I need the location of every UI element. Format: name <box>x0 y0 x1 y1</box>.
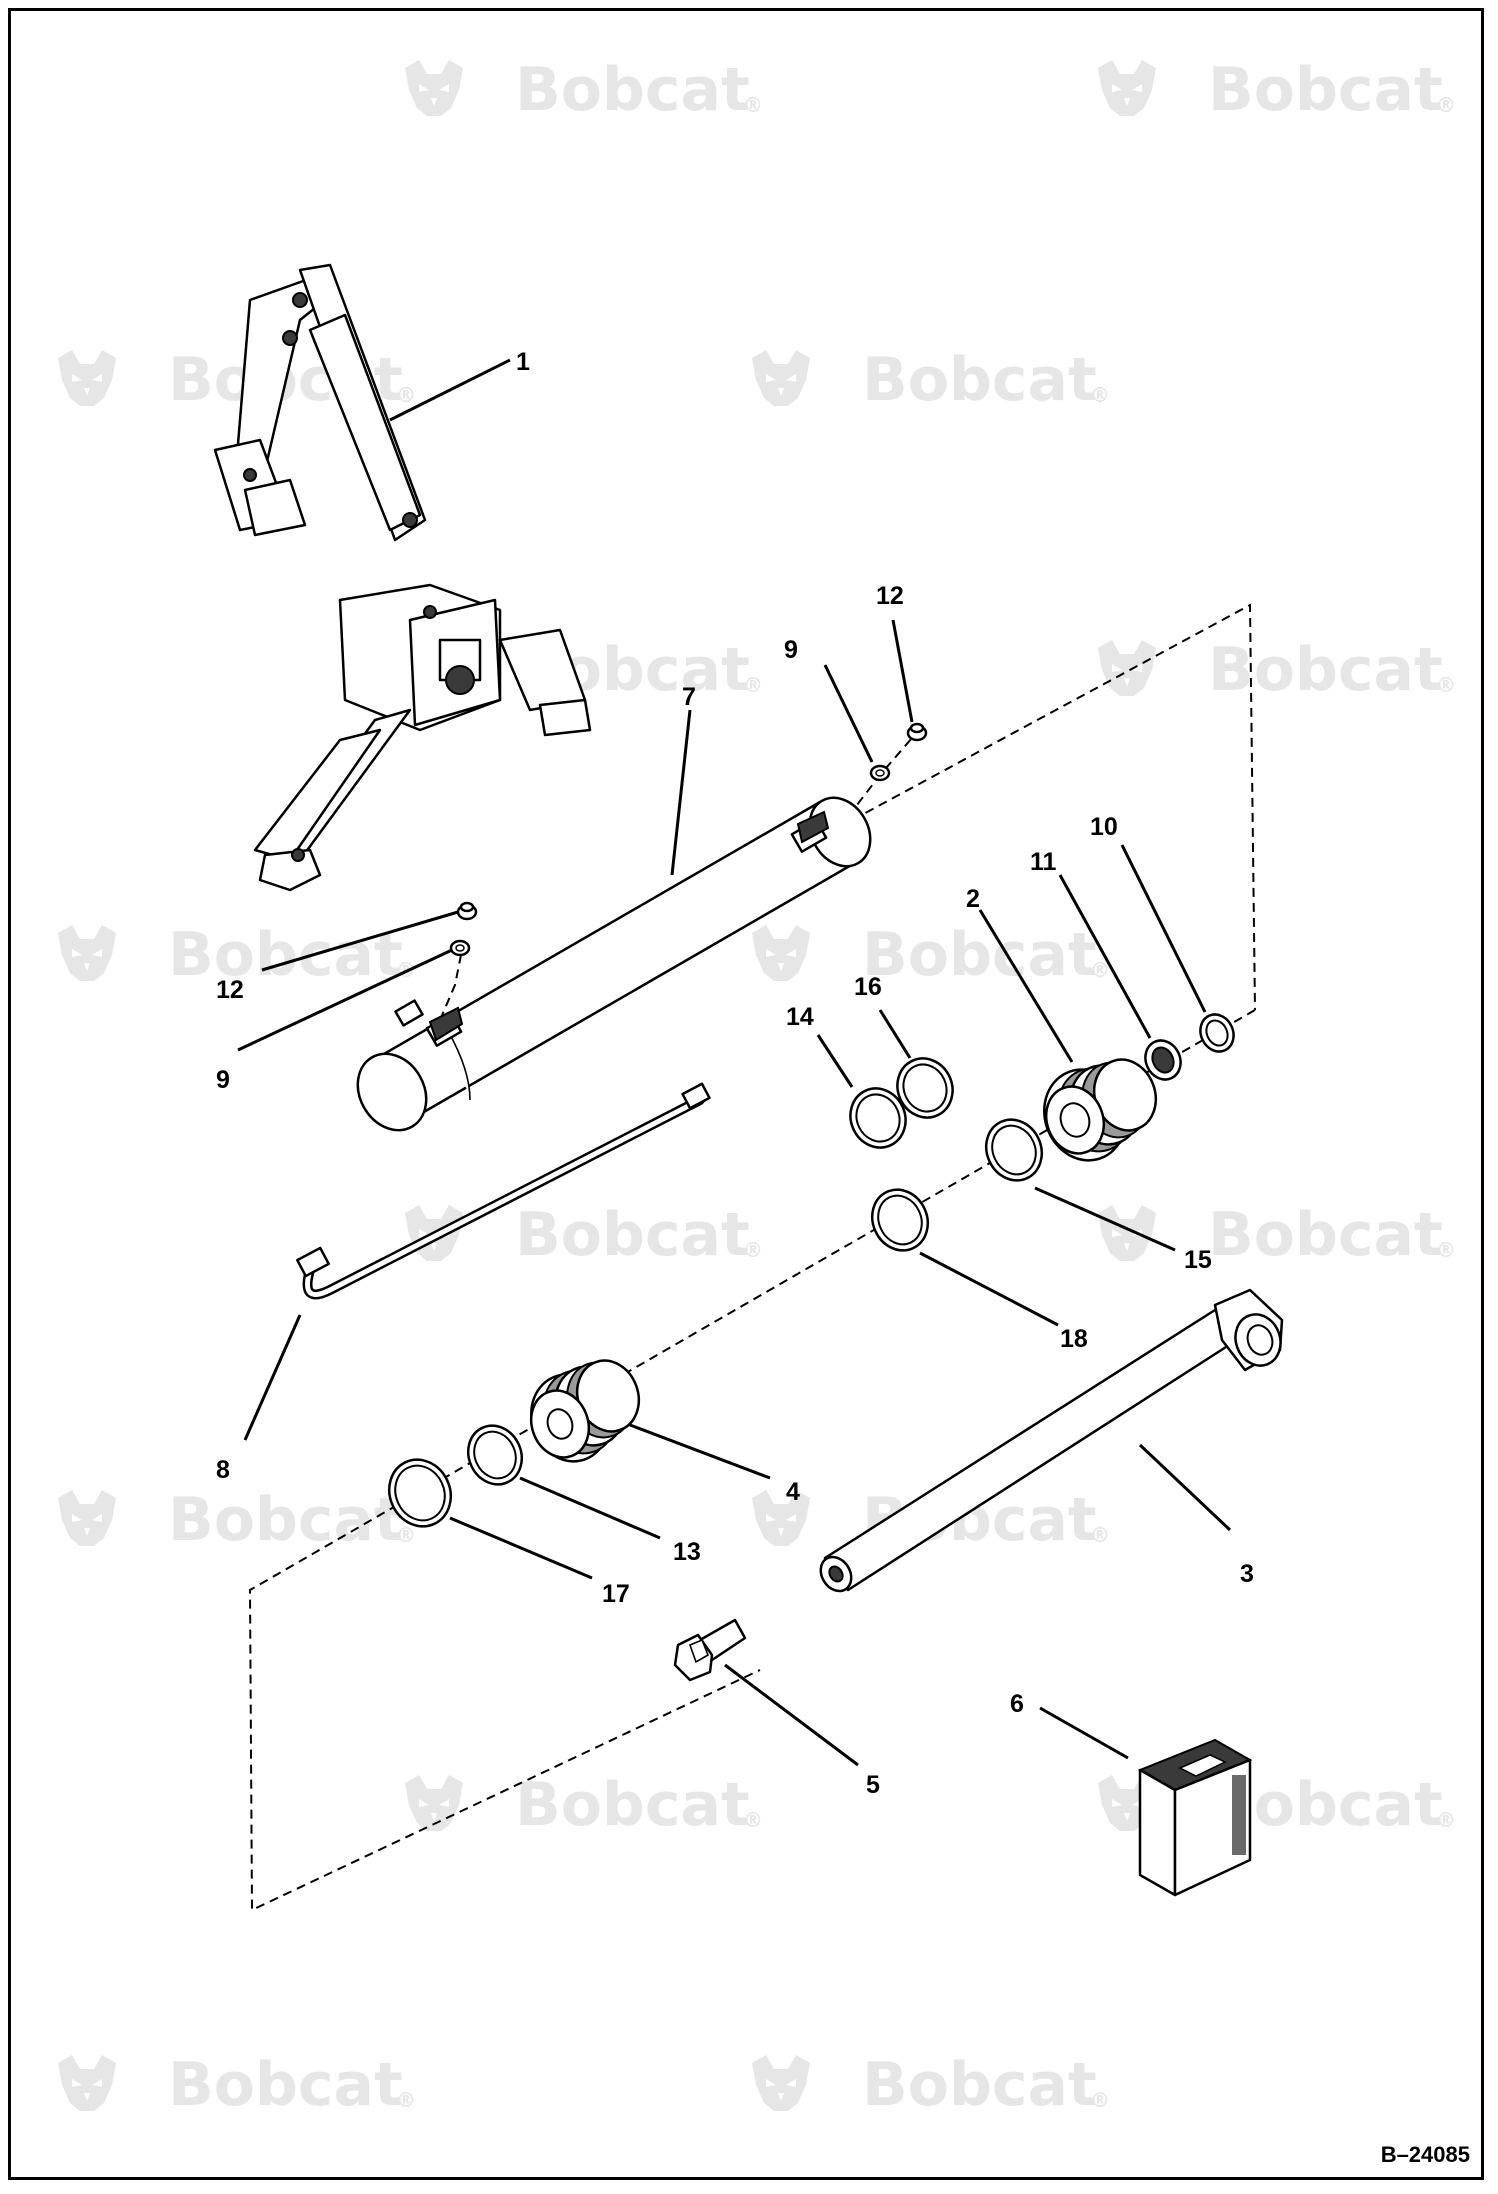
callout-13: 13 <box>673 1538 701 1566</box>
callout-7: 7 <box>682 683 696 711</box>
svg-text:®: ® <box>1090 958 1110 982</box>
svg-text:®: ® <box>1436 1238 1456 1262</box>
o-ring-lower <box>449 939 471 957</box>
svg-text:Bobcat: Bobcat <box>168 920 403 990</box>
bolt <box>673 1618 747 1682</box>
callout-4: 4 <box>786 1478 800 1506</box>
watermark: Bobcat ® <box>752 920 1110 990</box>
callout-15: 15 <box>1184 1246 1212 1274</box>
svg-text:®: ® <box>1436 673 1456 697</box>
watermark: Bobcat ® <box>58 920 416 990</box>
watermark: Bobcat ® <box>752 345 1110 415</box>
svg-text:®: ® <box>396 2088 416 2112</box>
callout-8: 8 <box>216 1456 230 1484</box>
watermark: Bobcat ® <box>405 1200 763 1270</box>
callout-1: 1 <box>516 348 530 376</box>
seal-kit-box <box>1137 1738 1253 1897</box>
callout-5: 5 <box>866 1771 880 1799</box>
watermark: Bobcat ® <box>1098 635 1456 705</box>
svg-text:®: ® <box>396 383 416 407</box>
seal-ring-16 <box>896 1057 954 1119</box>
callout-2: 2 <box>966 885 980 913</box>
callout-9-upper: 9 <box>784 636 798 664</box>
svg-text:®: ® <box>743 1808 763 1832</box>
seal-ring-18 <box>870 1188 930 1252</box>
svg-text:®: ® <box>743 1238 763 1262</box>
watermark: Bobcat ® <box>405 1770 763 1840</box>
svg-text:Bobcat: Bobcat <box>1208 635 1443 705</box>
svg-text:Bobcat: Bobcat <box>862 2050 1097 2120</box>
watermark: Bobcat ® <box>1098 1200 1456 1270</box>
svg-text:Bobcat: Bobcat <box>168 1485 403 1555</box>
callout-9-lower: 9 <box>216 1066 230 1094</box>
seal-ring-17 <box>387 1458 453 1528</box>
seal-ring-13 <box>466 1424 524 1486</box>
svg-text:Bobcat: Bobcat <box>168 2050 403 2120</box>
grease-fitting-upper <box>906 722 928 742</box>
cylinder-barrel <box>356 796 872 1132</box>
o-ring-upper <box>869 764 891 782</box>
svg-text:®: ® <box>743 673 763 697</box>
svg-text:Bobcat: Bobcat <box>515 1770 750 1840</box>
svg-text:Bobcat: Bobcat <box>1208 55 1443 125</box>
callout-10: 10 <box>1090 813 1118 841</box>
seal-ring-14 <box>849 1087 907 1149</box>
lower-assembly-line <box>248 1009 1256 1912</box>
cylinder-rod <box>819 1288 1284 1593</box>
svg-text:®: ® <box>743 93 763 117</box>
gland <box>1043 1058 1158 1162</box>
svg-text:Bobcat: Bobcat <box>515 55 750 125</box>
svg-text:®: ® <box>396 1523 416 1547</box>
svg-text:®: ® <box>1090 383 1110 407</box>
callout-17: 17 <box>602 1580 630 1608</box>
callout-18: 18 <box>1060 1325 1088 1353</box>
callout-6: 6 <box>1010 1690 1024 1718</box>
seal-ring-15 <box>984 1118 1044 1182</box>
callout-12-lower: 12 <box>216 976 244 1004</box>
watermark: Bobcat ® <box>1098 55 1456 125</box>
upper-assembly-line <box>759 603 1256 1011</box>
leader-lines <box>237 358 1232 1767</box>
svg-text:®: ® <box>1436 93 1456 117</box>
svg-text:®: ® <box>1090 2088 1110 2112</box>
callout-14: 14 <box>786 1003 814 1031</box>
figure-id: B–24085 <box>1381 2142 1470 2167</box>
snap-ring-10 <box>1199 1013 1235 1053</box>
callout-11: 11 <box>1030 848 1057 876</box>
piston <box>529 1359 641 1463</box>
backhoe-assembly <box>213 263 592 892</box>
grease-fitting-lower <box>456 901 478 921</box>
callout-16: 16 <box>854 973 882 1001</box>
watermark: Bobcat ® <box>58 2050 416 2120</box>
fitting-line-lower <box>439 949 463 1021</box>
svg-text:Bobcat: Bobcat <box>862 920 1097 990</box>
wear-ring-11 <box>1144 1039 1182 1081</box>
callout-3: 3 <box>1240 1560 1254 1588</box>
svg-text:Bobcat: Bobcat <box>1208 1200 1443 1270</box>
watermark: Bobcat ® <box>58 1485 416 1555</box>
svg-text:®: ® <box>1090 1523 1110 1547</box>
hydraulic-tube <box>296 1082 711 1300</box>
watermark: Bobcat ® <box>752 2050 1110 2120</box>
svg-text:Bobcat: Bobcat <box>862 345 1097 415</box>
svg-text:®: ® <box>1436 1808 1456 1832</box>
callout-labels: 1 2 3 4 5 6 7 8 9 9 10 11 12 12 13 14 15… <box>216 348 1254 1799</box>
svg-text:Bobcat: Bobcat <box>515 1200 750 1270</box>
callout-12-upper: 12 <box>876 582 904 610</box>
watermark: Bobcat ® <box>405 55 763 125</box>
watermark-layer: Bobcat ® Bobcat ® Bobcat ® Bobcat ® Bobc… <box>58 55 1456 2120</box>
